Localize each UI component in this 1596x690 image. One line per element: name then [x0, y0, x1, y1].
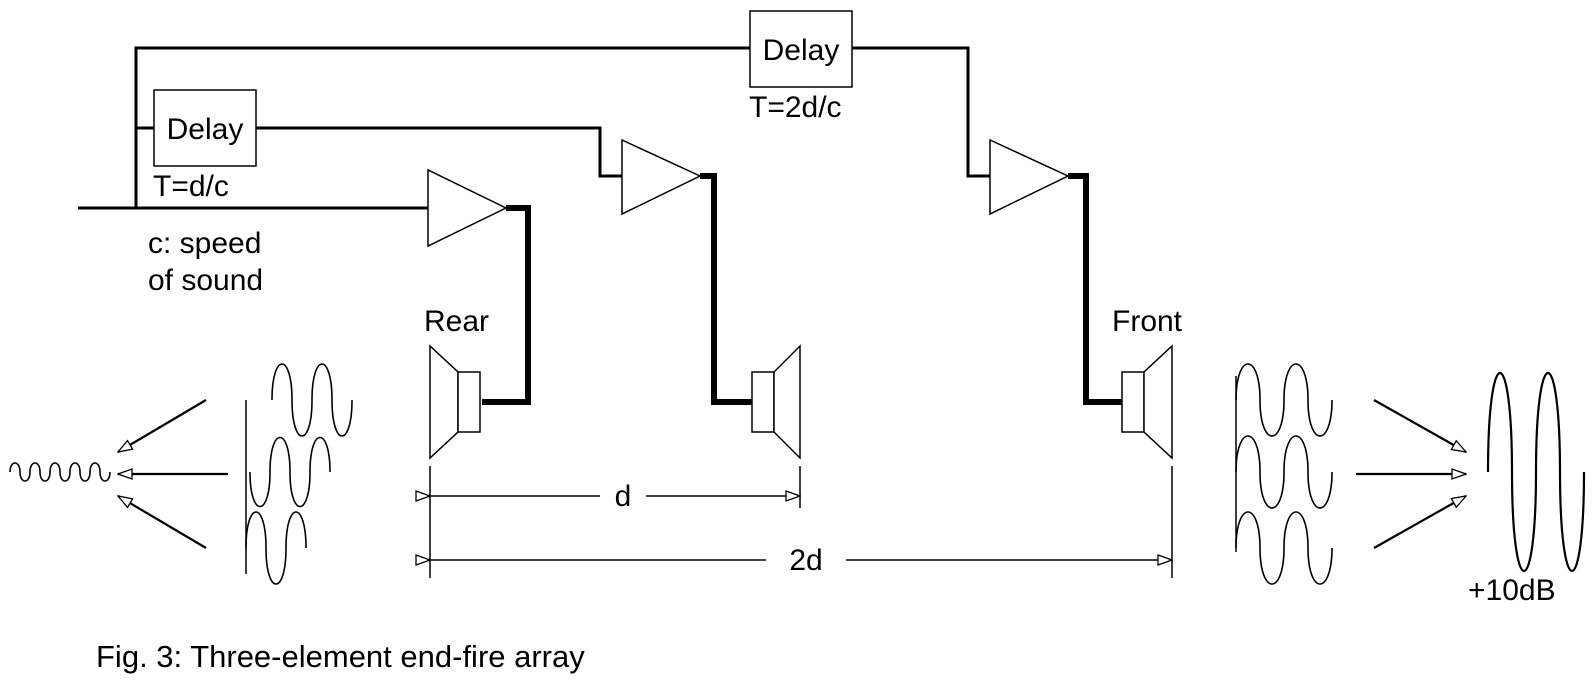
figure-caption: Fig. 3: Three-element end-fire array	[96, 639, 585, 674]
middle-speaker-icon	[751, 344, 801, 460]
rear-wave-bottom	[245, 511, 307, 585]
rear-wave-middle	[249, 436, 331, 508]
rear-arrow-top	[118, 399, 207, 452]
dimension-2d: 2d	[430, 466, 1172, 578]
front-amplifier	[989, 138, 1070, 216]
rear-wave-top	[271, 363, 353, 437]
speed-note-line-2: of sound	[148, 264, 263, 297]
delay-1-block: Delay T=d/c	[153, 89, 257, 203]
delay-1-time: T=d/c	[153, 170, 229, 203]
rear-arrow-bottom	[118, 496, 207, 549]
delay-1-box	[153, 89, 257, 167]
rear-speaker-feed	[482, 205, 531, 405]
dim-d-label: d	[615, 480, 632, 513]
middle-amplifier	[621, 138, 702, 216]
front-summed-wave	[1486, 372, 1586, 572]
rear-cancelled-wave	[9, 462, 111, 482]
middle-speaker-feed	[700, 173, 752, 405]
branch-to-delay-2	[134, 46, 750, 208]
delay-2-label: Delay	[763, 34, 840, 67]
delay-2-block: Delay T=2d/c	[749, 10, 853, 124]
front-wave-bottom	[1235, 511, 1333, 585]
delay-1-to-middle-amp	[256, 126, 622, 178]
front-arrow-bottom	[1373, 495, 1466, 549]
rear-amplifier	[427, 168, 508, 248]
delay-2-time: T=2d/c	[749, 91, 842, 124]
dimension-d: d	[430, 466, 800, 578]
rear-waves-group	[9, 363, 353, 585]
front-speaker-icon	[1121, 344, 1173, 460]
delay-1-label: Delay	[167, 113, 244, 146]
delay-2-box	[749, 10, 853, 88]
rear-label: Rear	[424, 305, 489, 338]
front-speaker-feed	[1068, 173, 1122, 405]
front-label: Front	[1112, 305, 1183, 338]
dim-2d-label: 2d	[789, 544, 822, 577]
front-waves-group: +10dB	[1235, 363, 1586, 607]
speed-note-line-1: c: speed	[148, 227, 261, 260]
signal-wiring	[78, 46, 990, 210]
front-arrow-top	[1373, 399, 1466, 453]
gain-label: +10dB	[1468, 574, 1556, 607]
front-wave-top	[1235, 363, 1333, 437]
delay-2-to-front-amp	[852, 46, 990, 178]
front-wave-middle	[1235, 435, 1333, 509]
rear-speaker-icon	[429, 344, 481, 460]
